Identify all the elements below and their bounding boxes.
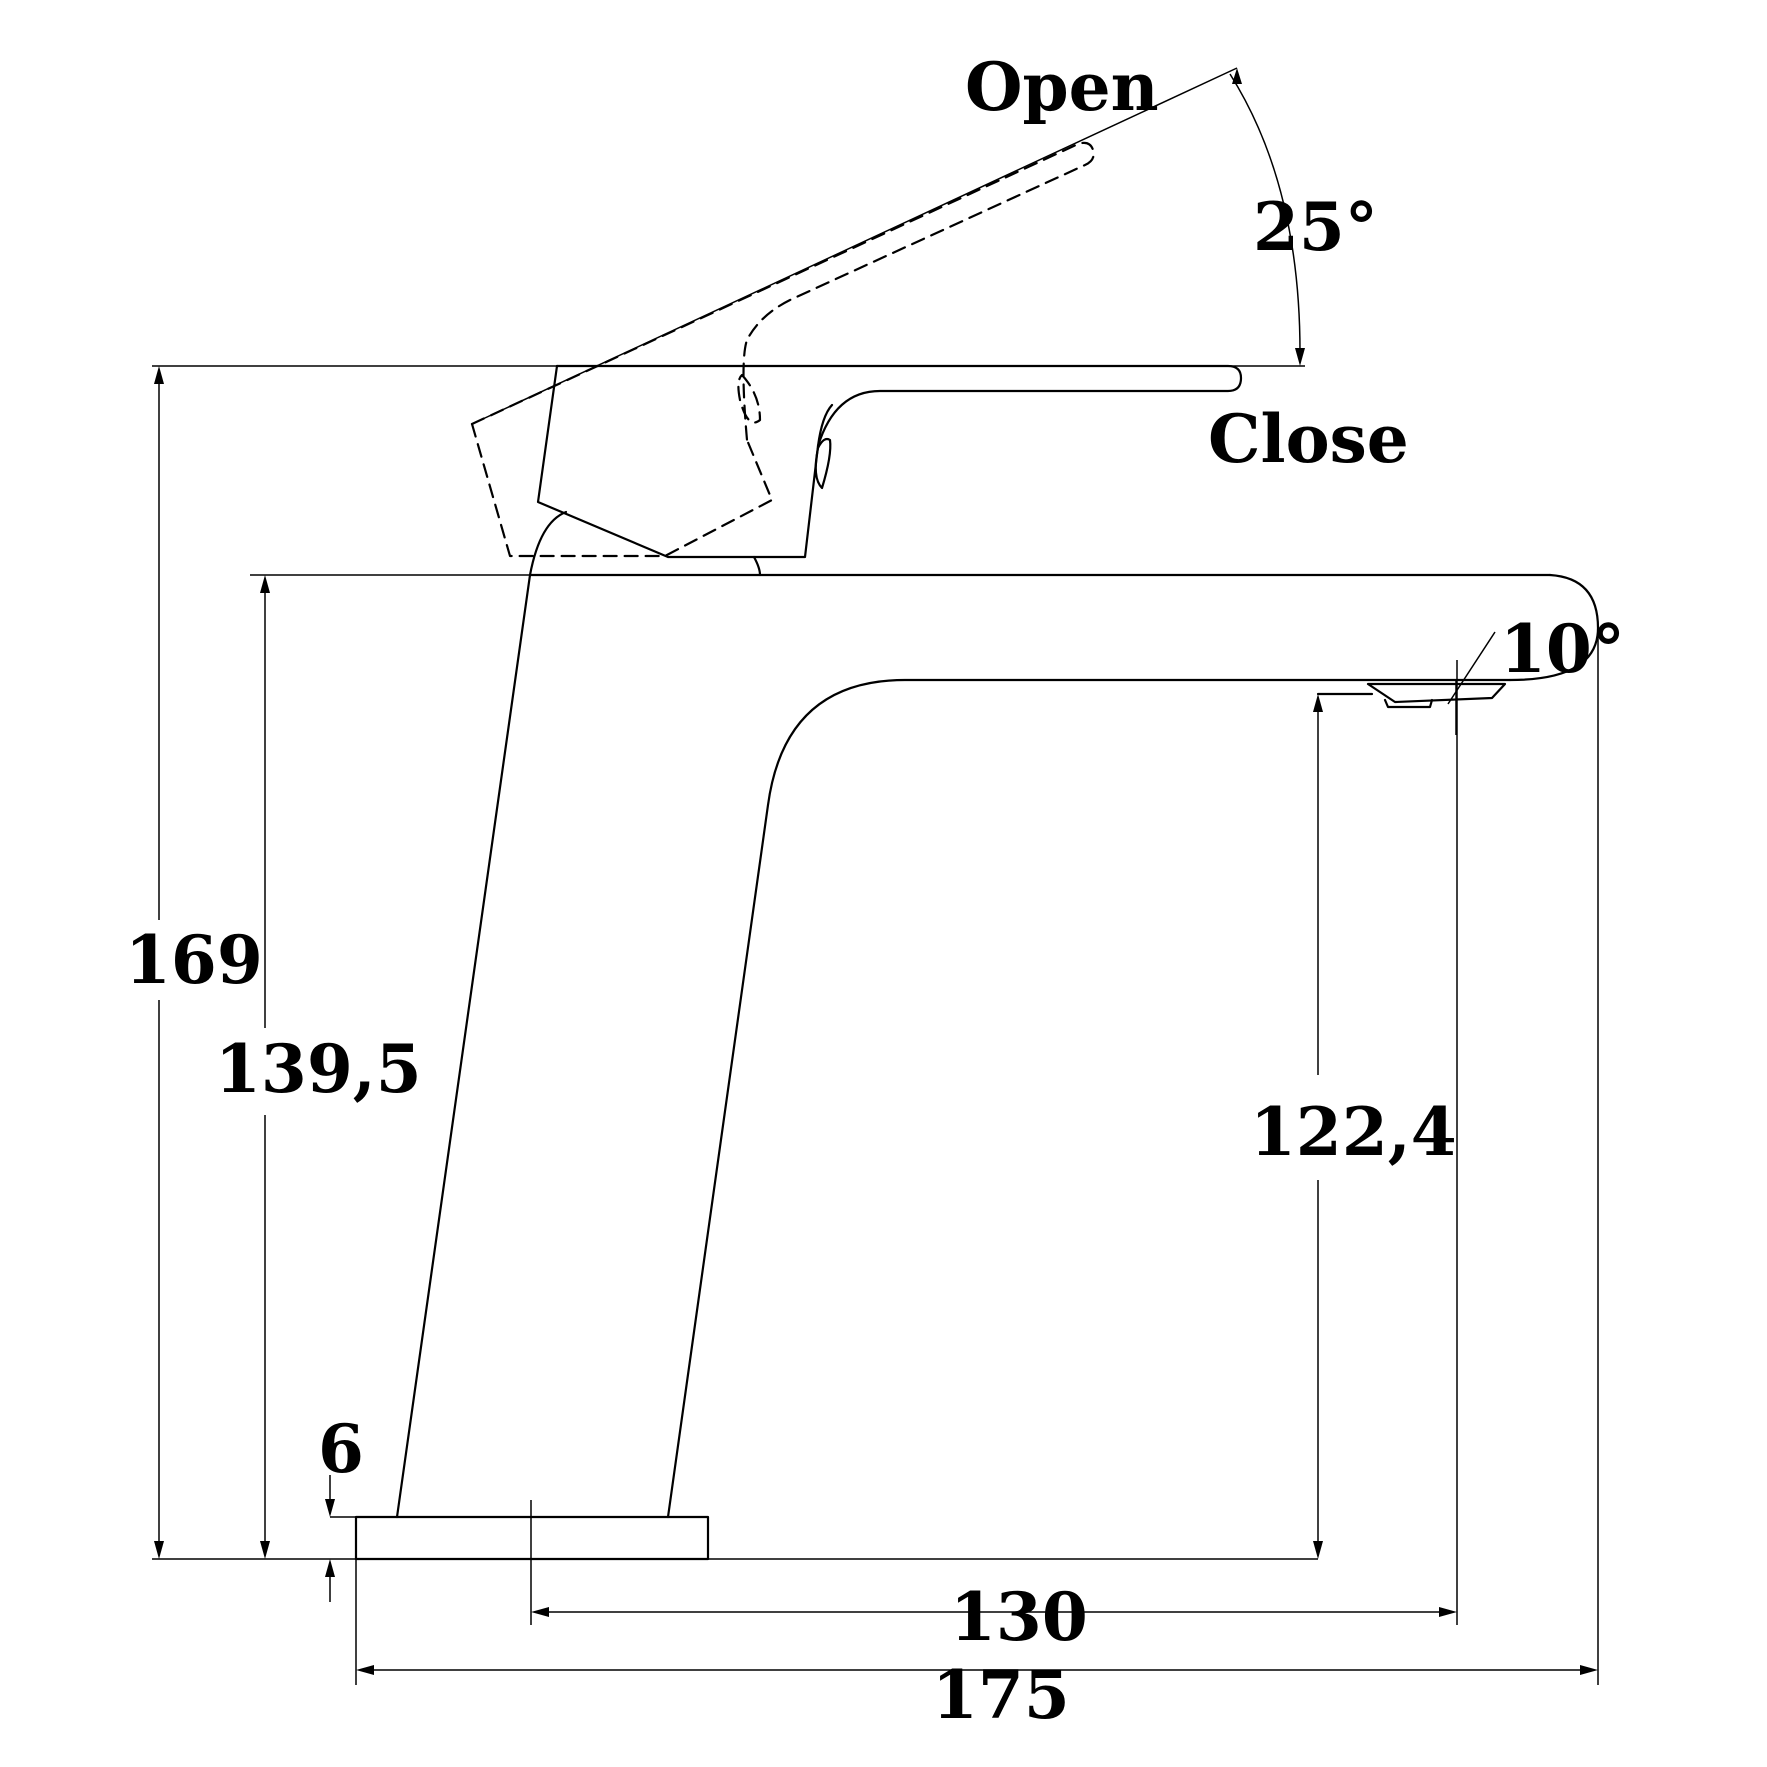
body-front-edge (666, 678, 1512, 1519)
body-back-edge (395, 573, 532, 1519)
dim-total-length: 175 (932, 1656, 1070, 1734)
lever-slot-closed (814, 437, 832, 490)
dim-body-height: 139,5 (215, 1030, 422, 1108)
lever-hub-open (470, 422, 774, 558)
lever-slot-open (737, 373, 762, 424)
lever-open-position (470, 141, 1095, 558)
dimension-arrowheads (154, 68, 1598, 1675)
dim-spout-height: 122,4 (1250, 1093, 1457, 1171)
faucet-outline (354, 364, 1600, 1561)
dim-total-height: 169 (125, 921, 263, 999)
drawing-labels: Open Close 25° 10° 169 139,5 122,4 6 130… (125, 48, 1625, 1734)
lever-handle-closed (555, 364, 1243, 448)
label-close: Close (1208, 400, 1409, 478)
dimension-lines (152, 67, 1599, 1685)
lever-hub-closed (536, 364, 834, 559)
aerator (1316, 682, 1507, 709)
lever-handle-open (470, 141, 1095, 442)
label-open: Open (965, 48, 1159, 126)
dim-reach: 130 (950, 1578, 1088, 1656)
dim-base-thickness: 6 (318, 1410, 364, 1488)
base-plate (354, 1515, 710, 1561)
cartridge-neck-front (752, 555, 762, 577)
cartridge-neck (528, 510, 568, 577)
label-angle-spout: 10° (1500, 610, 1625, 688)
label-angle-lever: 25° (1253, 188, 1378, 266)
